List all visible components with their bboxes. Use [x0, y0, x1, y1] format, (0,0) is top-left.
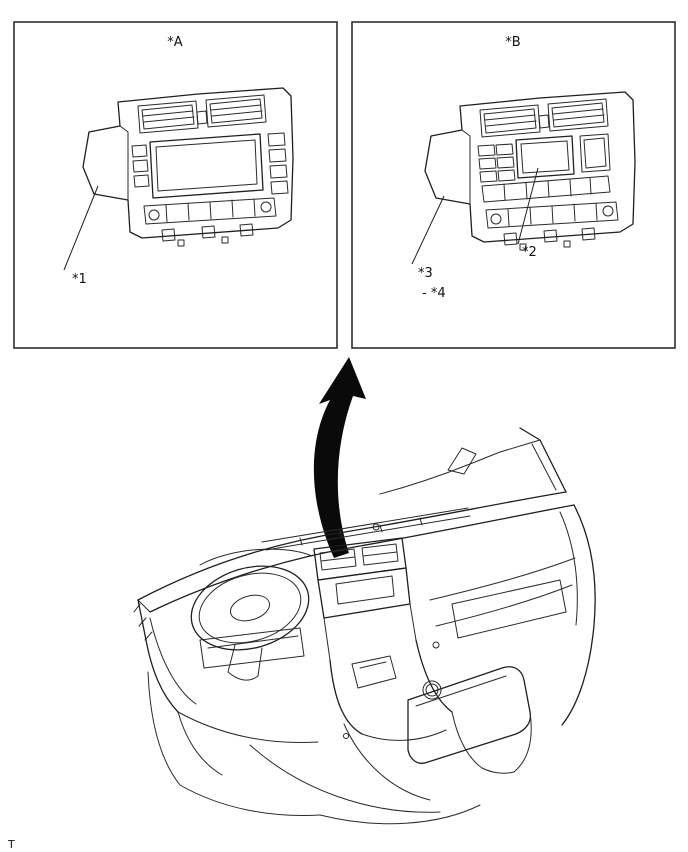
unit-b-control-rows — [481, 175, 619, 229]
callout-1-leader-line — [63, 185, 99, 271]
unit-b-button-grid — [477, 133, 611, 183]
unit-a-display-screen — [149, 133, 264, 199]
unit-a-vents — [137, 94, 267, 134]
unit-a-mount-tabs — [161, 223, 254, 247]
unit-b-display-screen — [515, 135, 575, 179]
panel-b-label: *B — [505, 35, 520, 50]
callout-3-leader-line — [411, 195, 445, 265]
dash-top-edge — [133, 491, 575, 641]
center-stack — [313, 537, 417, 661]
unit-b-vents — [479, 98, 609, 138]
direction-arrow — [313, 357, 366, 558]
callout-4-label: - *4 — [422, 286, 446, 301]
a-pillar-right — [379, 427, 567, 495]
unit-b-mount-tabs — [503, 227, 596, 251]
unit-b-outline — [424, 91, 636, 243]
panel-a-label: *A — [167, 35, 183, 50]
display-unit-a-drawing — [82, 87, 294, 247]
page-mark: T — [7, 838, 15, 851]
instrument-panel-drawing — [133, 427, 596, 825]
callout-3-label: *3 — [418, 266, 433, 281]
unit-a-outline — [82, 87, 294, 239]
panel-b-box — [351, 21, 676, 349]
steering-wheel — [190, 548, 313, 681]
callout-2-leader-line — [517, 167, 539, 245]
display-unit-b-drawing — [424, 91, 636, 251]
callout-1-label: *1 — [72, 272, 87, 287]
lower-dash — [137, 599, 481, 825]
clip-markers — [343, 523, 440, 739]
unit-a-side-buttons — [131, 132, 289, 195]
callout-2-label: *2 — [522, 245, 537, 260]
dash-right-side — [429, 504, 596, 726]
center-console — [329, 639, 532, 774]
panel-a-box — [13, 21, 338, 349]
unit-a-control-row — [143, 197, 277, 225]
